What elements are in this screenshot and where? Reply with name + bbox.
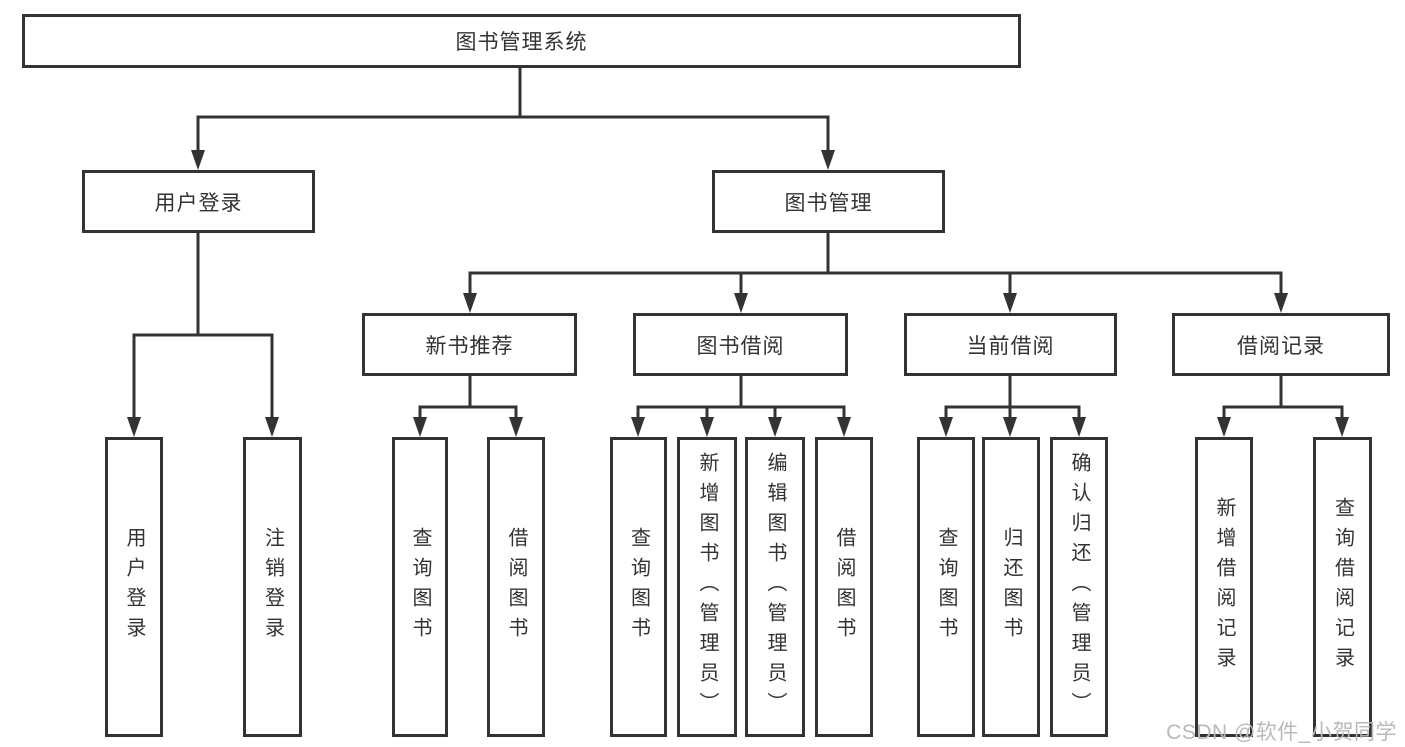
- node-label: 新增借阅记录: [1213, 497, 1235, 677]
- node-label: 用户登录: [154, 191, 243, 215]
- node-book-borrowing: 图书借阅: [633, 313, 848, 376]
- node-user-login: 用户登录: [82, 170, 315, 233]
- leaf-query-books: 查询图书: [917, 437, 975, 737]
- leaf-user-login: 用户登录: [105, 437, 163, 737]
- leaf-confirm-return-admin: 确认归还（管理员）: [1050, 437, 1108, 737]
- leaf-borrow-books: 借阅图书: [487, 437, 545, 737]
- node-label: 新书推荐: [425, 334, 514, 358]
- node-label: 查询图书: [627, 527, 650, 647]
- node-label: 归还图书: [1000, 527, 1022, 647]
- node-borrowing-records: 借阅记录: [1172, 313, 1390, 376]
- leaf-add-books-admin: 新增图书（管理员）: [677, 437, 737, 737]
- leaf-query-books: 查询图书: [392, 437, 448, 737]
- node-label: 当前借阅: [966, 334, 1055, 358]
- node-label: 借阅图书: [505, 527, 527, 647]
- node-book-management: 图书管理: [712, 170, 945, 233]
- csdn-watermark: CSDN @软件_小贺同学: [1166, 721, 1397, 744]
- node-label: 注销登录: [261, 527, 284, 647]
- leaf-return-books: 归还图书: [982, 437, 1040, 737]
- leaf-add-borrow-record: 新增借阅记录: [1195, 437, 1253, 737]
- node-label: 查询借阅记录: [1331, 497, 1354, 677]
- node-label: 查询图书: [935, 527, 957, 647]
- node-label: 借阅记录: [1237, 334, 1325, 358]
- node-label: 编辑图书（管理员）: [764, 452, 786, 722]
- node-label: 确认归还（管理员）: [1068, 452, 1090, 722]
- leaf-query-books: 查询图书: [610, 437, 667, 737]
- leaf-borrow-books: 借阅图书: [815, 437, 873, 737]
- node-new-book-recommendation: 新书推荐: [362, 313, 577, 376]
- node-label: 图书借阅: [696, 334, 785, 358]
- leaf-logout: 注销登录: [243, 437, 302, 737]
- node-label: 借阅图书: [833, 527, 855, 647]
- node-current-borrowing: 当前借阅: [904, 313, 1117, 376]
- arrowheads: [127, 150, 1349, 437]
- node-label: 新增图书（管理员）: [696, 452, 718, 722]
- node-label: 查询图书: [409, 527, 431, 647]
- node-label: 图书管理: [784, 191, 873, 215]
- node-label: 用户登录: [123, 527, 145, 647]
- node-label: 图书管理系统: [455, 31, 588, 54]
- leaf-query-borrow-record: 查询借阅记录: [1313, 437, 1372, 737]
- node-library-management-system: 图书管理系统: [22, 14, 1021, 68]
- leaf-edit-books-admin: 编辑图书（管理员）: [745, 437, 805, 737]
